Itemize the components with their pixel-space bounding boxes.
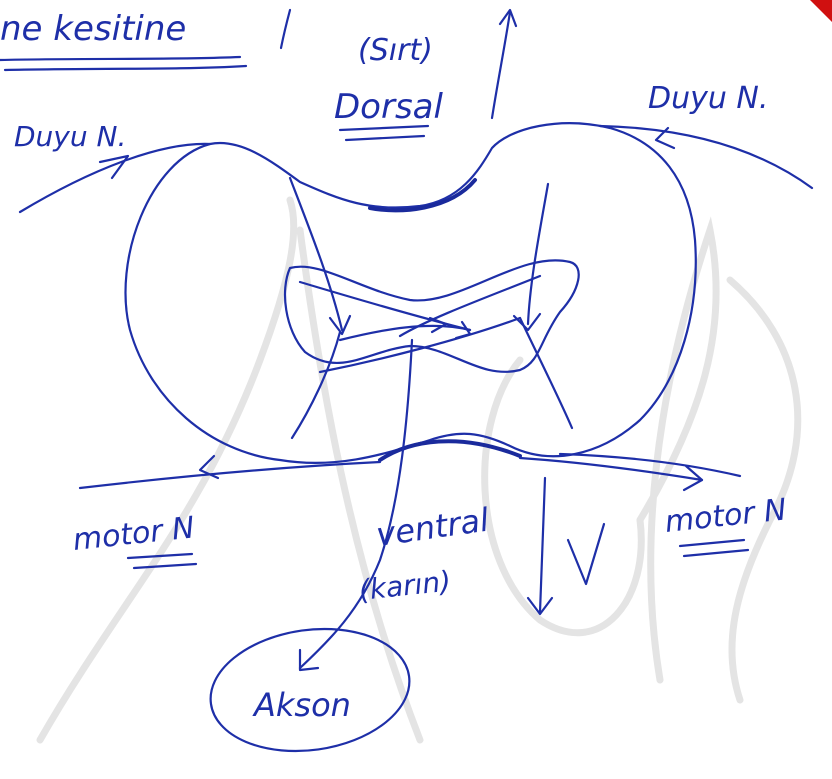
ventral-tick [568,524,604,584]
ventral-paren-label: (karın) [357,564,452,606]
sensory-nerve-right-label: Duyu N. [648,81,768,116]
ventral-down-arrow [540,478,545,612]
dorsal-label: Dorsal [334,87,444,127]
motor-nerve-left-label: motor N [71,510,196,558]
dorsal-up-arrow [492,12,510,118]
motor-right-underline [684,550,748,556]
motor-nerve-right-label: motor N [663,492,788,540]
axon-label: Akson [252,686,351,724]
sensory-path-right [528,184,548,324]
axon-fiber [300,340,412,668]
heading-underline [0,57,240,60]
heading-label: ne kesitine [0,9,186,49]
heading-underline [5,66,246,70]
sensory-nerve-left-label: Duyu N. [14,120,126,153]
heading-slash [281,10,290,48]
spinal-cord-outline [126,123,696,463]
motor-left-underline [134,564,196,568]
interneuron-arrow [456,322,470,338]
ventral-label: ventral [374,501,491,554]
sensory-nerve-left [20,144,210,212]
watermark [40,200,798,740]
corner-mark [810,0,832,22]
motor-right-underline [680,540,744,546]
sensory-path-left [290,178,342,330]
motor-nerve-left [80,462,380,488]
sensory-nerve-left-arrow [100,156,128,178]
dorsal-underline [346,136,424,140]
dorsal-paren-label: (Sırt) [358,33,433,68]
